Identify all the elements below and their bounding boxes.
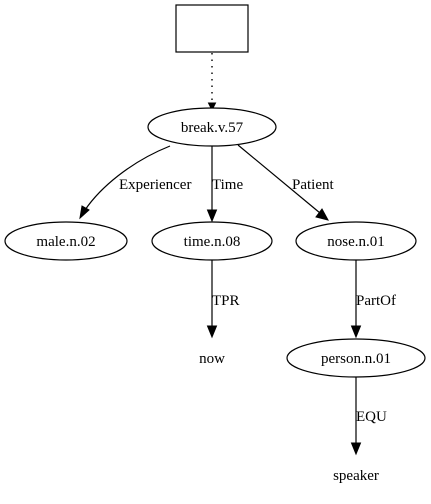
node-break-label: break.v.57 (181, 120, 244, 136)
node-person-label: person.n.01 (321, 351, 391, 367)
edge-partof-label: PartOf (356, 293, 396, 309)
edge-experiencer-label: Experiencer (119, 177, 191, 193)
edge-box-to-break-arrowhead (207, 102, 217, 112)
edge-tpr-label: TPR (212, 293, 240, 309)
root-box-node (175, 4, 249, 53)
edge-partof-arrowhead (350, 325, 362, 339)
node-time-label: time.n.08 (184, 234, 241, 250)
node-now-label: now (199, 351, 225, 367)
node-male (4, 221, 128, 261)
edge-equ-arrowhead (350, 442, 362, 456)
edge-time-arrowhead (206, 209, 218, 223)
node-speaker-label: speaker (333, 468, 379, 484)
edge-experiencer-arrowhead (79, 205, 90, 220)
node-male-label: male.n.02 (36, 234, 95, 250)
edge-time-label: Time (212, 177, 243, 193)
edge-tpr-arrowhead (206, 325, 218, 339)
edge-patient-arrowhead (315, 208, 329, 221)
edge-experiencer (84, 145, 171, 211)
edge-patient-label: Patient (292, 177, 334, 193)
edge-patient (237, 144, 321, 214)
node-nose-label: nose.n.01 (327, 234, 385, 250)
edge-equ-label: EQU (356, 409, 387, 425)
